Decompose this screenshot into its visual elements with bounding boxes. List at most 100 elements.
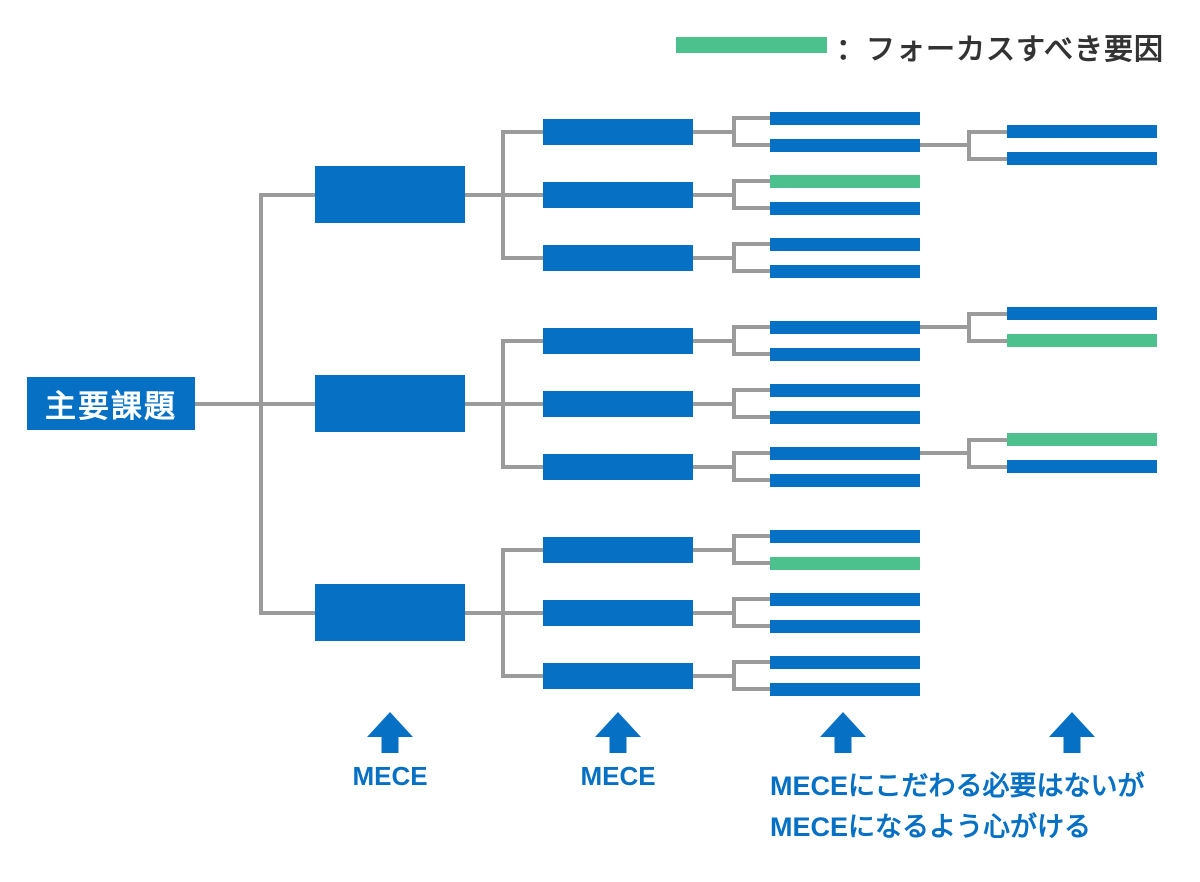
level2-node (315, 584, 465, 641)
connector-line (733, 624, 770, 628)
level4-bar-blue (770, 237, 920, 251)
level3-node (543, 327, 693, 354)
connector-line (731, 179, 736, 210)
connector-line (731, 388, 736, 419)
level5-bar-blue (1007, 125, 1157, 138)
connector-line (733, 561, 770, 565)
connector-line (503, 255, 543, 260)
connector-line (693, 673, 734, 678)
connector-line (733, 478, 770, 482)
connector-line (733, 687, 770, 691)
connector-line (733, 660, 770, 664)
connector-line (733, 415, 770, 419)
level2-node (315, 166, 465, 223)
connector-line (969, 156, 1007, 161)
connector-line (503, 192, 543, 197)
connector-line (733, 179, 770, 183)
up-arrow-icon (1049, 712, 1095, 753)
level4-bar-blue (770, 264, 920, 278)
level3-node (543, 390, 693, 417)
connector-line (967, 129, 971, 161)
connector-line (503, 129, 543, 134)
connector-line (920, 451, 969, 455)
level4-bar-blue (770, 682, 920, 696)
connector-line (733, 451, 770, 455)
root-node-label: 主要課題 (45, 389, 177, 424)
connector-line (503, 401, 543, 406)
connector-line (969, 338, 1007, 343)
connector-line (731, 534, 736, 565)
connector-line (261, 610, 315, 615)
up-arrow-icon (820, 712, 866, 753)
connector-line (731, 242, 736, 273)
level4-bar-blue (770, 347, 920, 361)
mece-note-caption: MECEにこだわる必要はないが MECEになるよう心がける (770, 766, 1144, 848)
connector-line (693, 547, 734, 552)
mece-note-line2: MECEになるよう心がける (770, 812, 1092, 842)
mece-note-line1: MECEにこだわる必要はないが (770, 771, 1145, 801)
level5-bar-green (1007, 334, 1157, 347)
level4-bar-blue (770, 201, 920, 215)
root-node: 主要課題 (27, 377, 195, 430)
up-arrow-icon (367, 712, 413, 753)
connector-line (920, 325, 969, 329)
level4-bar-blue (770, 383, 920, 397)
level3-node (543, 536, 693, 563)
level4-bar-blue (770, 655, 920, 669)
level4-bar-blue (770, 138, 920, 152)
connector-line (969, 464, 1007, 469)
connector-line (733, 143, 770, 147)
level4-bar-blue (770, 619, 920, 633)
connector-line (967, 437, 971, 469)
connector-line (503, 673, 543, 678)
level3-node (543, 599, 693, 626)
level4-bar-blue (770, 111, 920, 125)
connector-line (693, 338, 734, 343)
connector-line (733, 352, 770, 356)
level3-node (543, 244, 693, 271)
level3-node (543, 181, 693, 208)
level5-bar-green (1007, 433, 1157, 446)
connector-line (733, 269, 770, 273)
level4-bar-blue (770, 410, 920, 424)
level4-bar-blue (770, 320, 920, 334)
connector-line (733, 388, 770, 392)
level4-bar-blue (770, 446, 920, 460)
connector-line (733, 116, 770, 120)
connector-line (261, 401, 315, 406)
level5-bar-blue (1007, 152, 1157, 165)
connector-line (465, 192, 503, 197)
connector-line (733, 242, 770, 246)
mece-caption-level3: MECE (580, 761, 656, 791)
connector-line (693, 464, 734, 469)
level3-node (543, 662, 693, 689)
level4-bar-blue (770, 473, 920, 487)
connector-line (503, 338, 543, 343)
connector-line (195, 401, 261, 406)
connector-line (693, 129, 734, 134)
connector-line (261, 192, 315, 197)
connector-line (731, 325, 736, 356)
level3-node (543, 118, 693, 145)
level5-bar-blue (1007, 307, 1157, 320)
connector-line (733, 534, 770, 538)
connector-line (503, 464, 543, 469)
connector-line (693, 192, 734, 197)
connector-line (731, 597, 736, 628)
level4-bar-blue (770, 529, 920, 543)
level4-bar-green (770, 556, 920, 570)
connector-line (693, 401, 734, 406)
mece-caption-level2: MECE (352, 761, 428, 791)
connector-line (693, 255, 734, 260)
connector-line (733, 597, 770, 601)
connector-line (733, 325, 770, 329)
legend-label: ：フォーカスすべき要因 (836, 34, 1164, 66)
connector-line (920, 143, 969, 147)
connector-line (731, 116, 736, 147)
connector-line (731, 660, 736, 691)
connector-line (969, 437, 1007, 442)
level2-node (315, 375, 465, 432)
level4-bar-green (770, 174, 920, 188)
legend-green-bar-swatch (676, 37, 827, 53)
